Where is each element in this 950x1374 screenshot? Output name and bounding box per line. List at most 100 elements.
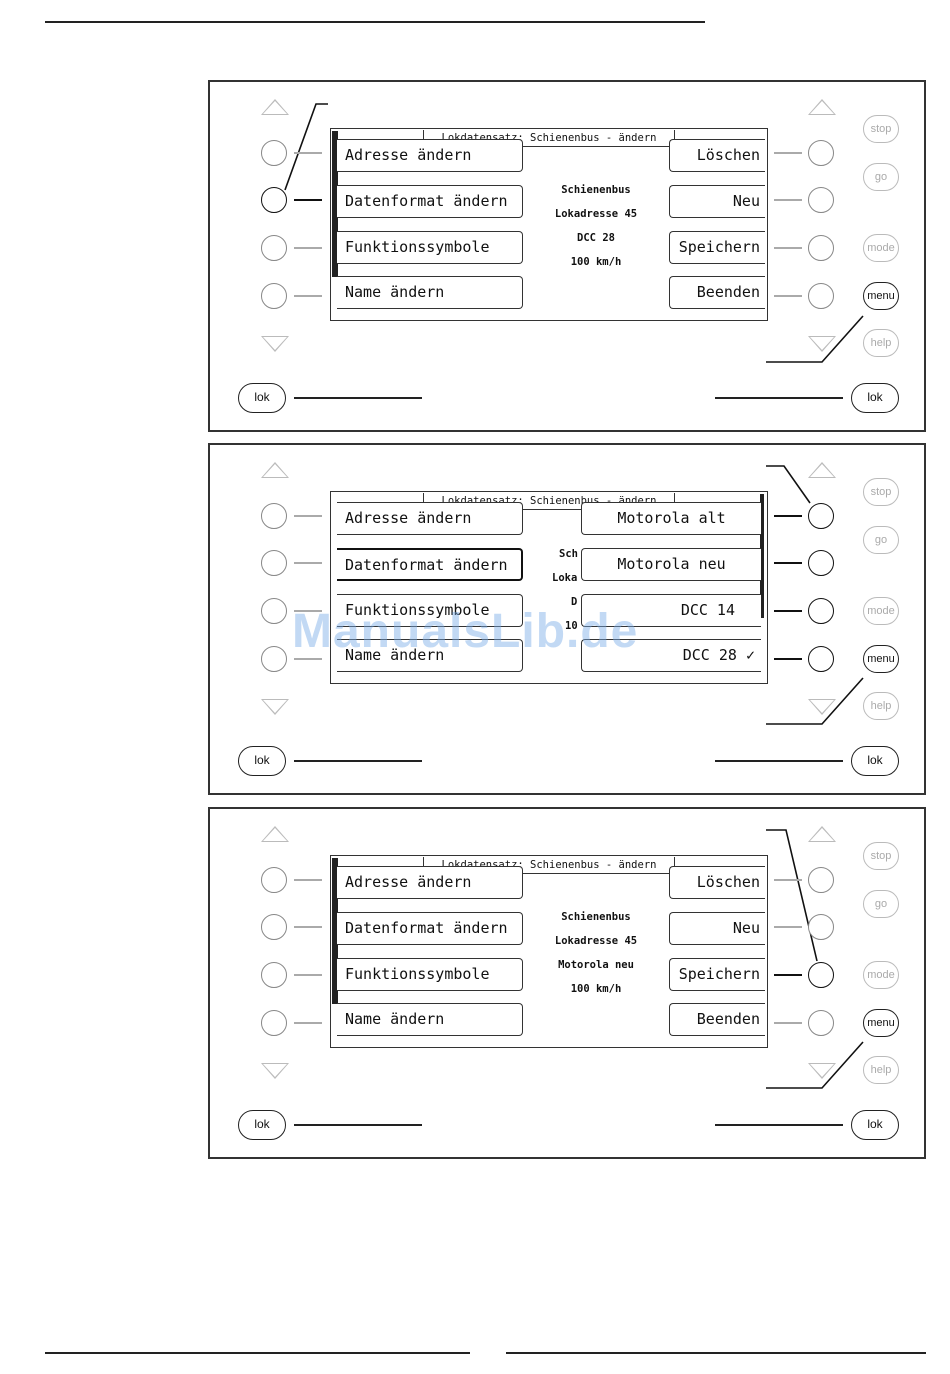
help-button[interactable]: help xyxy=(863,1056,899,1084)
lok-button-right[interactable]: lok xyxy=(851,1110,899,1140)
softkey-right-1[interactable] xyxy=(808,867,834,893)
scroll-down-left-icon[interactable] xyxy=(261,336,289,352)
lok-line-right xyxy=(715,760,843,762)
datenformat-aendern-button[interactable]: Datenformat ändern xyxy=(337,548,523,581)
scroll-down-right-icon[interactable] xyxy=(808,1063,836,1079)
go-button[interactable]: go xyxy=(863,890,899,918)
softkey-connector xyxy=(774,926,802,928)
dcc-28-label: DCC 28 xyxy=(682,646,737,664)
datenformat-aendern-button[interactable]: Datenformat ändern xyxy=(337,185,523,218)
softkey-right-1[interactable] xyxy=(808,503,834,529)
softkey-right-3[interactable] xyxy=(808,598,834,624)
lok-line-left xyxy=(294,1124,422,1126)
softkey-left-4[interactable] xyxy=(261,1010,287,1036)
softkey-right-2[interactable] xyxy=(808,187,834,213)
speichern-button[interactable]: Speichern xyxy=(669,231,765,264)
stop-button[interactable]: stop xyxy=(863,478,899,506)
mode-button[interactable]: mode xyxy=(863,961,899,989)
scroll-down-left-icon[interactable] xyxy=(261,1063,289,1079)
adresse-aendern-button[interactable]: Adresse ändern xyxy=(337,139,523,172)
adresse-aendern-button[interactable]: Adresse ändern xyxy=(337,502,523,535)
softkey-connector xyxy=(294,926,322,928)
neu-button[interactable]: Neu xyxy=(669,185,765,218)
scroll-up-left-icon[interactable] xyxy=(261,826,289,842)
scroll-up-left-icon[interactable] xyxy=(261,462,289,478)
help-button[interactable]: help xyxy=(863,329,899,357)
softkey-left-1[interactable] xyxy=(261,503,287,529)
scroll-up-right-icon[interactable] xyxy=(808,462,836,478)
scroll-up-left-icon[interactable] xyxy=(261,99,289,115)
softkey-right-4[interactable] xyxy=(808,646,834,672)
loeschen-button[interactable]: Löschen xyxy=(669,139,765,172)
lok-line-left xyxy=(294,760,422,762)
softkey-left-3[interactable] xyxy=(261,598,287,624)
softkey-right-2[interactable] xyxy=(808,550,834,576)
softkey-right-2[interactable] xyxy=(808,914,834,940)
help-button[interactable]: help xyxy=(863,692,899,720)
scroll-down-right-icon[interactable] xyxy=(808,699,836,715)
datenformat-aendern-button[interactable]: Datenformat ändern xyxy=(337,912,523,945)
softkey-left-2[interactable] xyxy=(261,550,287,576)
softkey-connector xyxy=(774,515,802,517)
stop-button[interactable]: stop xyxy=(863,842,899,870)
loco-address: Lokadresse 45 xyxy=(554,208,638,220)
softkey-connector xyxy=(294,974,322,976)
funktionssymbole-button[interactable]: Funktionssymbole xyxy=(337,231,523,264)
softkey-connector xyxy=(294,610,322,612)
mode-button[interactable]: mode xyxy=(863,234,899,262)
softkey-left-3[interactable] xyxy=(261,962,287,988)
name-aendern-button[interactable]: Name ändern xyxy=(337,639,523,672)
loco-format: Motorola neu xyxy=(558,959,634,971)
loeschen-button[interactable]: Löschen xyxy=(669,866,765,899)
scroll-up-right-icon[interactable] xyxy=(808,826,836,842)
softkey-right-4[interactable] xyxy=(808,283,834,309)
menu-button[interactable]: menu xyxy=(863,1009,899,1037)
softkey-left-4[interactable] xyxy=(261,646,287,672)
lok-button-left[interactable]: lok xyxy=(238,1110,286,1140)
scroll-down-left-icon[interactable] xyxy=(261,699,289,715)
softkey-right-4[interactable] xyxy=(808,1010,834,1036)
motorola-alt-option[interactable]: Motorola alt xyxy=(581,502,761,535)
name-aendern-button[interactable]: Name ändern xyxy=(337,1003,523,1036)
softkey-left-2[interactable] xyxy=(261,187,287,213)
softkey-right-1[interactable] xyxy=(808,140,834,166)
lok-button-left[interactable]: lok xyxy=(238,746,286,776)
motorola-neu-option[interactable]: Motorola neu xyxy=(581,548,761,581)
footer-rule-left xyxy=(45,1352,470,1354)
mode-button[interactable]: mode xyxy=(863,597,899,625)
loco-format-partial: D xyxy=(571,596,578,608)
go-button[interactable]: go xyxy=(863,163,899,191)
stop-button[interactable]: stop xyxy=(863,115,899,143)
softkey-left-2[interactable] xyxy=(261,914,287,940)
menu-button[interactable]: menu xyxy=(863,645,899,673)
device-panel-3: stop go mode menu help lok lok Lokdatens… xyxy=(208,807,926,1159)
menu-button[interactable]: menu xyxy=(863,282,899,310)
dcc-14-option[interactable]: DCC 14 xyxy=(581,594,761,627)
name-aendern-button[interactable]: Name ändern xyxy=(337,276,523,309)
lok-button-right[interactable]: lok xyxy=(851,383,899,413)
go-button[interactable]: go xyxy=(863,526,899,554)
softkey-right-3[interactable] xyxy=(808,962,834,988)
softkey-connector xyxy=(294,152,322,154)
beenden-button[interactable]: Beenden xyxy=(669,276,765,309)
speichern-button[interactable]: Speichern xyxy=(669,958,765,991)
neu-button[interactable]: Neu xyxy=(669,912,765,945)
funktionssymbole-button[interactable]: Funktionssymbole xyxy=(337,958,523,991)
scroll-down-right-icon[interactable] xyxy=(808,336,836,352)
funktionssymbole-button[interactable]: Funktionssymbole xyxy=(337,594,523,627)
lok-button-left[interactable]: lok xyxy=(238,383,286,413)
header-rule xyxy=(45,21,705,23)
softkey-left-1[interactable] xyxy=(261,867,287,893)
softkey-left-1[interactable] xyxy=(261,140,287,166)
dcc-28-option[interactable]: DCC 28 ✓ xyxy=(581,639,761,672)
softkey-left-3[interactable] xyxy=(261,235,287,261)
beenden-button[interactable]: Beenden xyxy=(669,1003,765,1036)
adresse-aendern-button[interactable]: Adresse ändern xyxy=(337,866,523,899)
scroll-up-right-icon[interactable] xyxy=(808,99,836,115)
lok-button-right[interactable]: lok xyxy=(851,746,899,776)
softkey-right-3[interactable] xyxy=(808,235,834,261)
left-scrollbar xyxy=(332,131,338,277)
softkey-connector xyxy=(774,247,802,249)
softkey-connector xyxy=(774,610,802,612)
softkey-left-4[interactable] xyxy=(261,283,287,309)
